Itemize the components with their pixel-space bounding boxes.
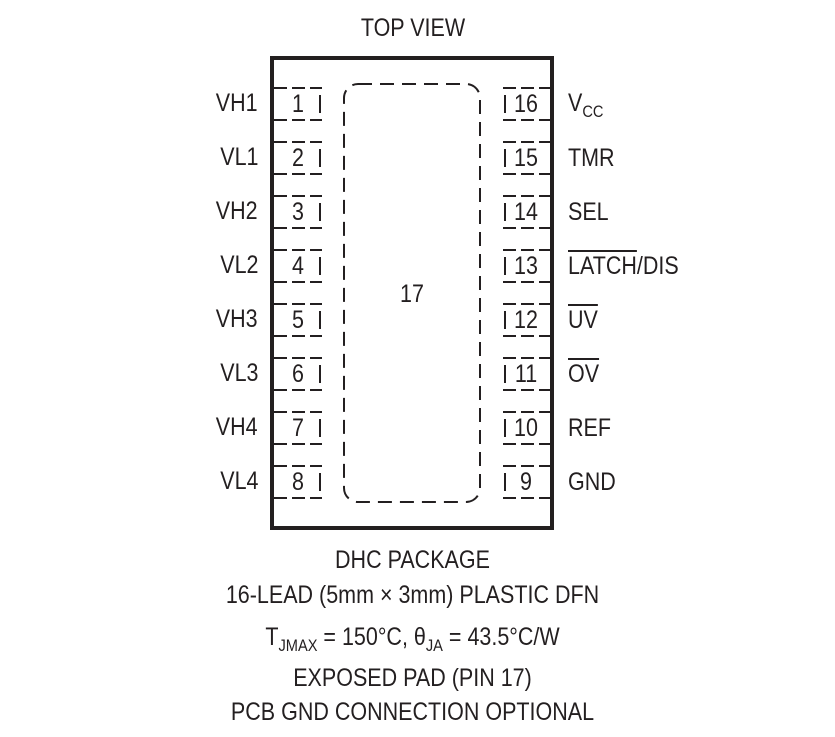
- pin-10-name: REF: [568, 414, 611, 442]
- pin-7-name: VH4: [216, 413, 258, 441]
- pin-5-name: VH3: [216, 305, 258, 333]
- pin-3-name: VH2: [216, 197, 258, 225]
- pin-6-number: 6: [292, 360, 304, 388]
- pin-16-number: 16: [514, 90, 538, 118]
- pin-5-number: 5: [292, 306, 304, 334]
- pin-13-number: 13: [514, 252, 538, 280]
- pin-2-number: 2: [292, 144, 304, 172]
- pin-9-number: 9: [520, 468, 532, 496]
- pin-8-number: 8: [292, 468, 304, 496]
- pin-11-name: OV: [568, 360, 600, 388]
- pin-6-name: VL3: [219, 359, 258, 387]
- exposed-pad: [343, 83, 481, 503]
- pin-1-number: 1: [292, 90, 304, 118]
- exposed-pad-label: 17: [400, 280, 424, 308]
- caption-exposed-pad: EXPOSED PAD (PIN 17): [293, 664, 532, 692]
- pin-15-number: 15: [514, 144, 538, 172]
- pin-14-name: SEL: [568, 198, 609, 226]
- pin-4-name: VL2: [219, 251, 258, 279]
- view-title: TOP VIEW: [360, 14, 466, 42]
- pin-10-number: 10: [514, 414, 538, 442]
- pin-8-name: VL4: [219, 467, 258, 495]
- pin-9-name: GND: [568, 468, 616, 496]
- pin-14-number: 14: [514, 198, 538, 226]
- pin-15-name: TMR: [568, 144, 615, 172]
- pin-11-number: 11: [514, 360, 538, 388]
- pin-7-number: 7: [292, 414, 304, 442]
- pin-16-name: VCC: [568, 89, 604, 121]
- pin-1-name: VH1: [216, 89, 258, 117]
- pin-12-name: UV: [568, 306, 598, 334]
- package-body: [270, 56, 554, 530]
- caption-package: DHC PACKAGE: [335, 546, 490, 574]
- pin-3-number: 3: [292, 198, 304, 226]
- caption-pcb-gnd: PCB GND CONNECTION OPTIONAL: [230, 698, 595, 726]
- caption-thermal: TJMAX = 150°C, θJA = 43.5°C/W: [265, 623, 560, 655]
- pin-13-name: LATCH/DIS: [568, 252, 679, 280]
- pin-2-name: VL1: [219, 143, 258, 171]
- pin-12-number: 12: [514, 306, 538, 334]
- caption-lead-info: 16-LEAD (5mm × 3mm) PLASTIC DFN: [225, 581, 600, 609]
- pin-4-number: 4: [292, 252, 304, 280]
